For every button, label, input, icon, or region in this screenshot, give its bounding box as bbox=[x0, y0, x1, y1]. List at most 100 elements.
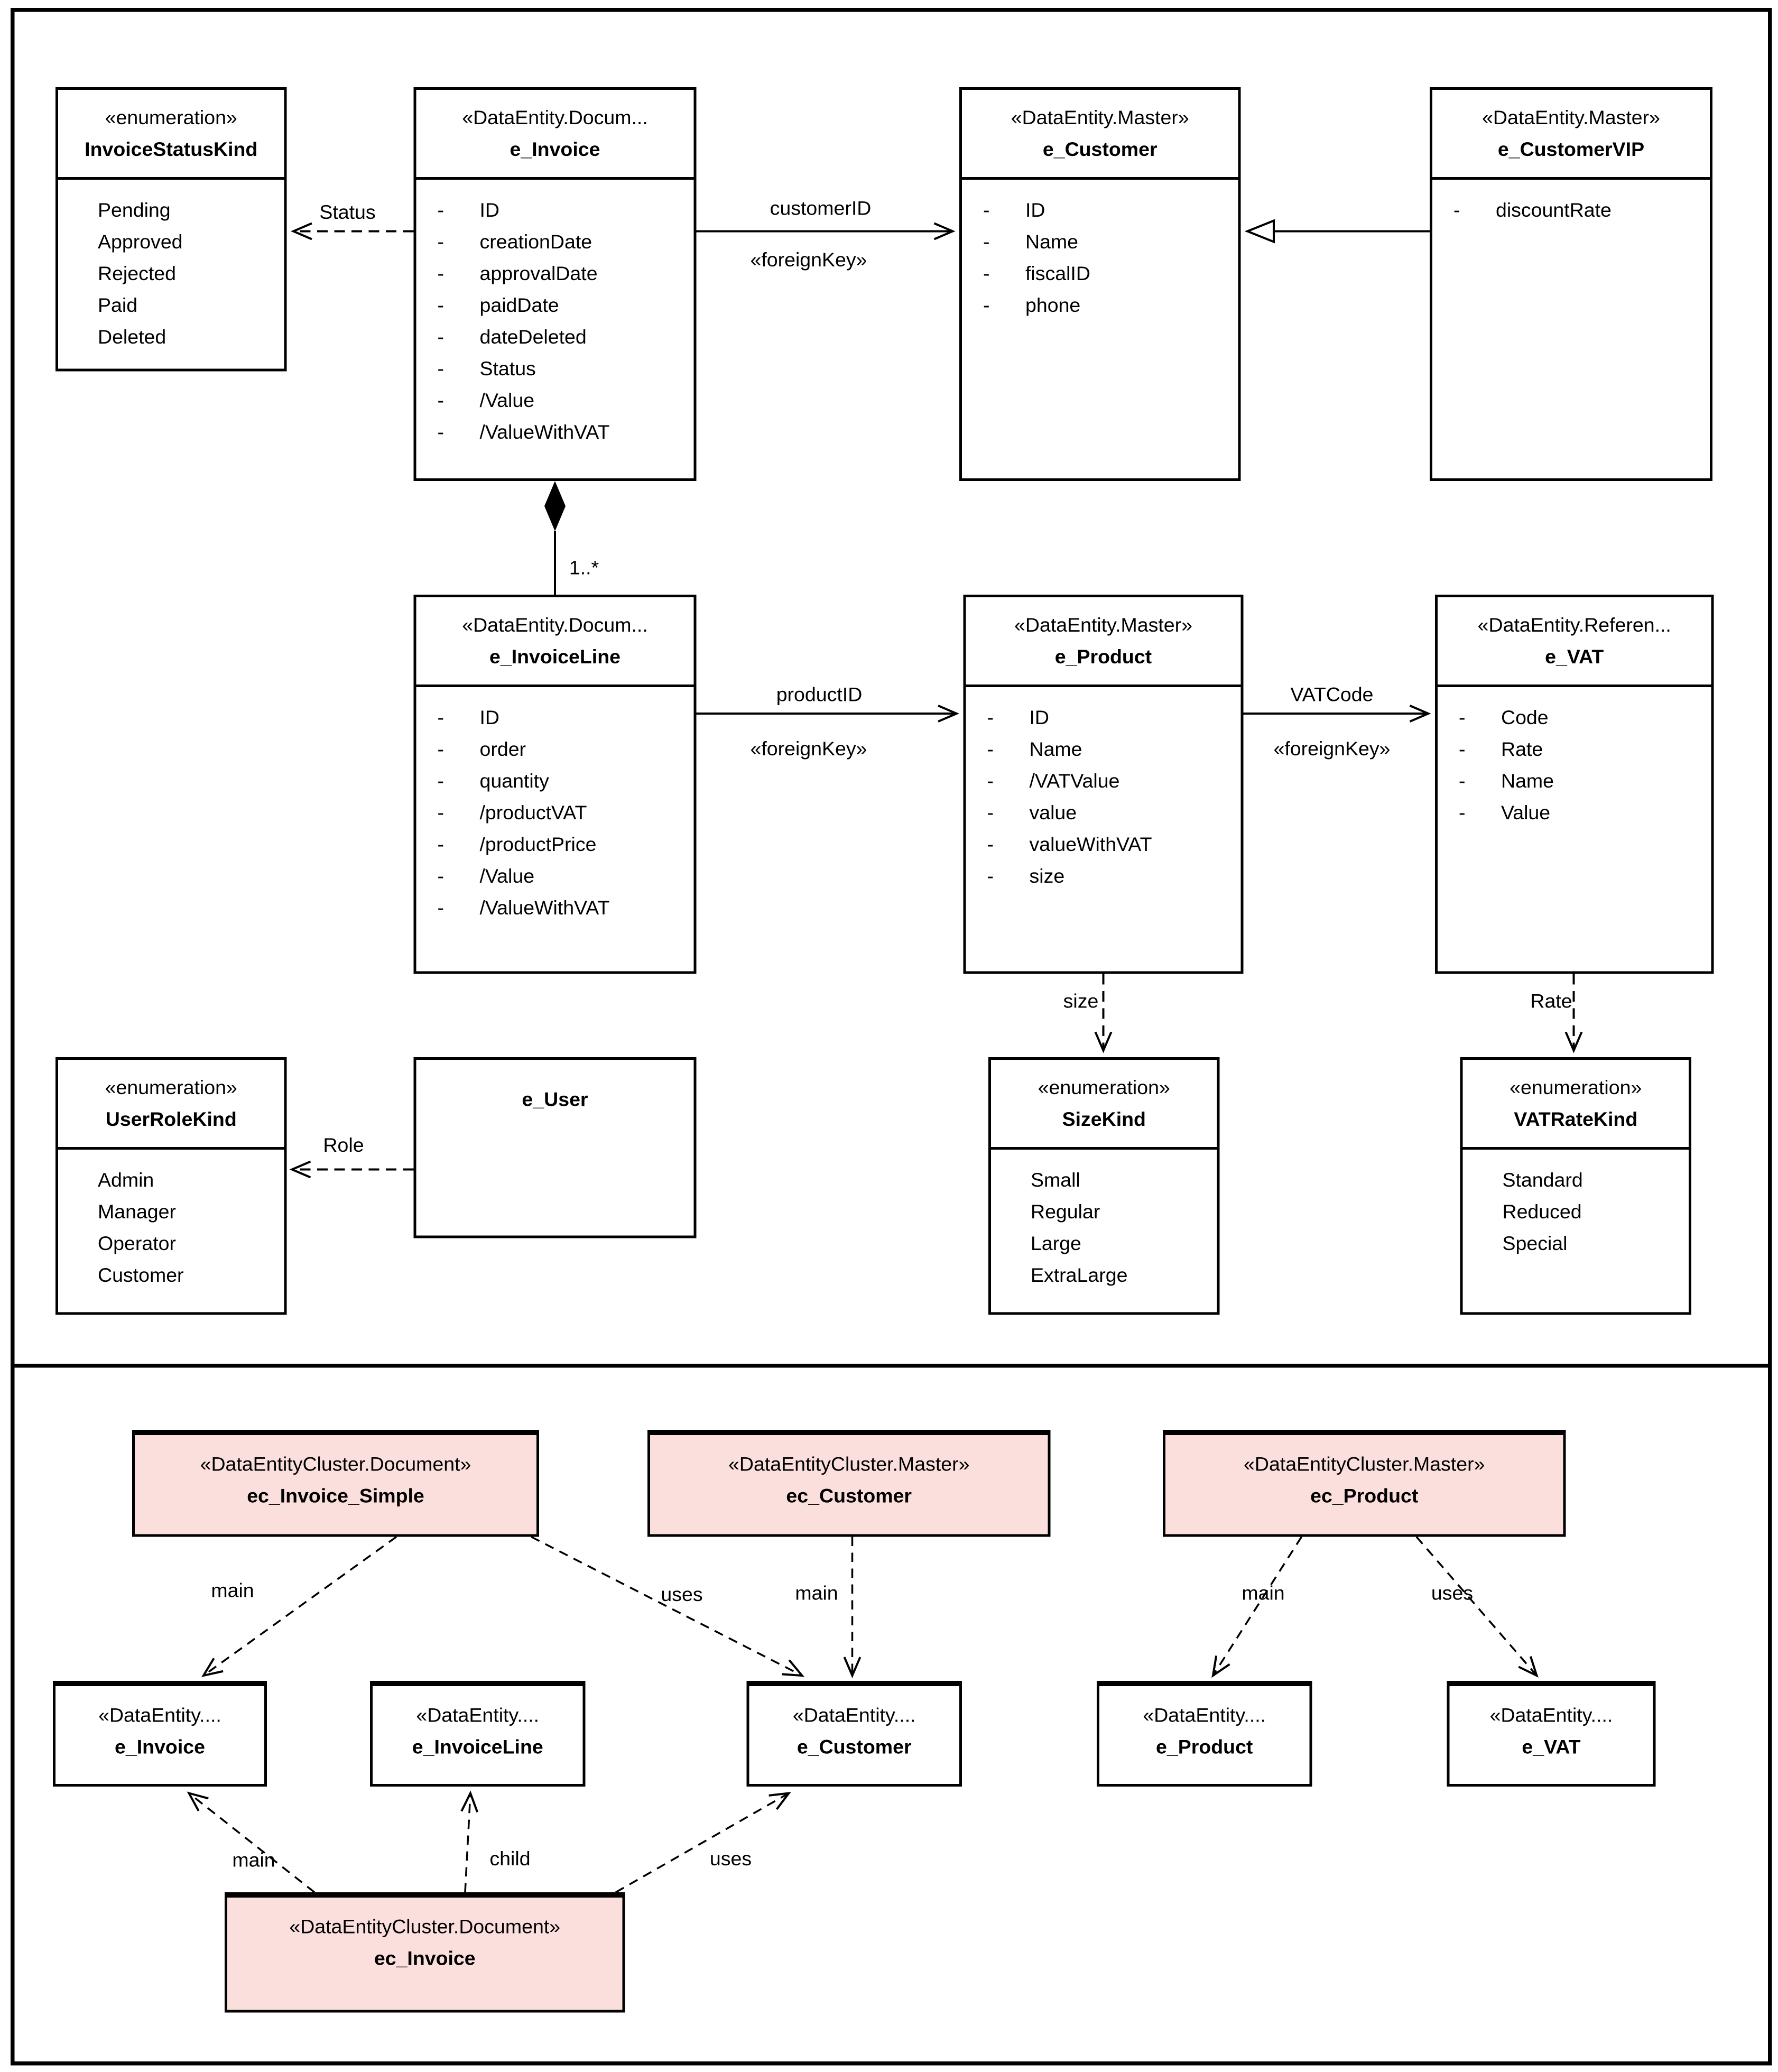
enum-name: InvoiceStatusKind bbox=[85, 138, 258, 162]
attribute-name: /productPrice bbox=[479, 834, 597, 857]
entity-header: «DataEntity.Docum... e_InvoiceLine bbox=[416, 597, 694, 687]
entity-e-user: e_User bbox=[413, 1057, 697, 1238]
attribute-name: /ValueWithVAT bbox=[479, 897, 610, 920]
label-main-4: main bbox=[232, 1849, 275, 1872]
enum-value: Rejected bbox=[98, 263, 177, 286]
label-uses-1: uses bbox=[661, 1584, 703, 1606]
visibility-marker: - bbox=[437, 865, 444, 889]
attribute-row: -Code bbox=[1438, 703, 1711, 735]
attribute-row: -phone bbox=[962, 291, 1238, 322]
enum-value: Small bbox=[1031, 1169, 1080, 1192]
visibility-marker: - bbox=[983, 199, 990, 223]
visibility-marker: - bbox=[1459, 707, 1466, 730]
attribute-row: -valueWithVAT bbox=[966, 830, 1241, 862]
visibility-marker: - bbox=[983, 231, 990, 254]
visibility-marker: - bbox=[437, 897, 444, 920]
section-divider bbox=[11, 1364, 1772, 1368]
attribute-name: paidDate bbox=[479, 294, 559, 318]
visibility-marker: - bbox=[987, 738, 994, 762]
attribute-row: - ID bbox=[416, 196, 694, 227]
entity-name: e_Customer bbox=[797, 1736, 912, 1759]
cluster-name: ec_Customer bbox=[786, 1485, 912, 1508]
attribute-name: dateDeleted bbox=[479, 326, 587, 349]
attribute-row: -discountRate bbox=[1432, 196, 1710, 227]
entity-header: «DataEntity.Docum... e_Invoice bbox=[416, 90, 694, 180]
cluster-name: ec_Invoice_Simple bbox=[247, 1485, 424, 1508]
entity-name: e_Invoice bbox=[115, 1736, 205, 1759]
visibility-marker: - bbox=[983, 263, 990, 286]
visibility-marker: - bbox=[437, 358, 444, 381]
attribute-list: -ID-Name-fiscalID-phone bbox=[962, 180, 1238, 322]
label-size: size bbox=[1063, 990, 1099, 1013]
attribute-row: - /ValueWithVAT bbox=[416, 893, 694, 925]
label-uses-3: uses bbox=[709, 1848, 752, 1871]
attribute-name: /productVAT bbox=[479, 802, 587, 825]
visibility-marker: - bbox=[437, 707, 444, 730]
label-foreign-key-1: «foreignKey» bbox=[750, 249, 867, 272]
enum-name: SizeKind bbox=[1062, 1108, 1146, 1132]
entity-header: «DataEntity.Master» e_CustomerVIP bbox=[1432, 90, 1710, 180]
cluster-ec-invoice-simple: «DataEntityCluster.Document» ec_Invoice_… bbox=[132, 1430, 539, 1537]
enum-value: Standard bbox=[1502, 1169, 1583, 1192]
label-uses-2: uses bbox=[1431, 1582, 1474, 1605]
entity-header: «DataEntity.Master» e_Product bbox=[966, 597, 1241, 687]
label-multiplicity: 1..* bbox=[569, 557, 599, 580]
label-customer-id: customerID bbox=[770, 197, 872, 220]
stereotype: «DataEntity.Docum... bbox=[462, 614, 648, 637]
attribute-name: Name bbox=[1025, 231, 1079, 254]
attribute-row: -/Value bbox=[416, 862, 694, 893]
entity-name: e_VAT bbox=[1522, 1736, 1581, 1759]
enum-value: Admin bbox=[98, 1169, 154, 1192]
enum-value: Paid bbox=[98, 294, 138, 318]
label-main-1: main bbox=[211, 1579, 254, 1603]
attribute-name: discountRate bbox=[1496, 199, 1612, 223]
attribute-name: /VATValue bbox=[1029, 770, 1120, 793]
enum-value: Deleted bbox=[98, 326, 166, 349]
entity-e-customer: «DataEntity.Master» e_Customer -ID-Name-… bbox=[959, 87, 1241, 481]
stereotype: «enumeration» bbox=[105, 1077, 237, 1100]
entity-header: «DataEntity.Master» e_Customer bbox=[962, 90, 1238, 180]
attribute-row: -ID bbox=[416, 703, 694, 735]
entity-e-vat: «DataEntity.Referen... e_VAT -Code-Rate-… bbox=[1435, 595, 1714, 974]
attribute-row: -size bbox=[966, 862, 1241, 893]
attribute-name: ID bbox=[479, 199, 500, 223]
cluster-ec-invoice: «DataEntityCluster.Document» ec_Invoice bbox=[225, 1892, 625, 2013]
visibility-marker: - bbox=[1459, 738, 1466, 762]
enum-header: «enumeration» VATRateKind bbox=[1462, 1060, 1689, 1150]
attribute-list: -discountRate bbox=[1432, 180, 1710, 227]
attribute-row: -/Value bbox=[416, 386, 694, 418]
enum-value: Regular bbox=[1031, 1201, 1100, 1224]
visibility-marker: - bbox=[987, 802, 994, 825]
visibility-marker: - bbox=[1459, 770, 1466, 793]
enum-value: Customer bbox=[98, 1264, 184, 1288]
enum-header: «enumeration» InvoiceStatusKind bbox=[58, 90, 284, 180]
stereotype: «DataEntityCluster.Master» bbox=[728, 1454, 970, 1476]
attribute-row: -Value bbox=[1438, 798, 1711, 830]
visibility-marker: - bbox=[437, 199, 444, 223]
label-product-id: productID bbox=[776, 683, 863, 707]
cluster-ec-customer: «DataEntityCluster.Master» ec_Customer bbox=[647, 1430, 1051, 1537]
stereotype: «DataEntity.Referen... bbox=[1477, 614, 1671, 637]
enum-value: Operator bbox=[98, 1233, 177, 1256]
attribute-name: creationDate bbox=[479, 231, 592, 254]
attribute-list: -ID-order-quantity-/productVAT-/productP… bbox=[416, 687, 694, 925]
entity-name: e_CustomerVIP bbox=[1497, 138, 1645, 162]
stereotype: «enumeration» bbox=[105, 107, 237, 130]
entity-name: e_User bbox=[522, 1089, 588, 1112]
stereotype: «DataEntityCluster.Document» bbox=[289, 1916, 561, 1939]
entity-header: «DataEntity.Referen... e_VAT bbox=[1438, 597, 1711, 687]
label-rate: Rate bbox=[1530, 990, 1572, 1013]
label-foreign-key-3: «foreignKey» bbox=[1273, 738, 1391, 761]
attribute-name: value bbox=[1029, 802, 1077, 825]
visibility-marker: - bbox=[987, 707, 994, 730]
stereotype: «DataEntity.Master» bbox=[1011, 107, 1189, 130]
visibility-marker: - bbox=[437, 263, 444, 286]
attribute-row: -ID bbox=[966, 703, 1241, 735]
attribute-name: Value bbox=[1501, 802, 1551, 825]
cluster-name: ec_Invoice bbox=[374, 1948, 476, 1971]
